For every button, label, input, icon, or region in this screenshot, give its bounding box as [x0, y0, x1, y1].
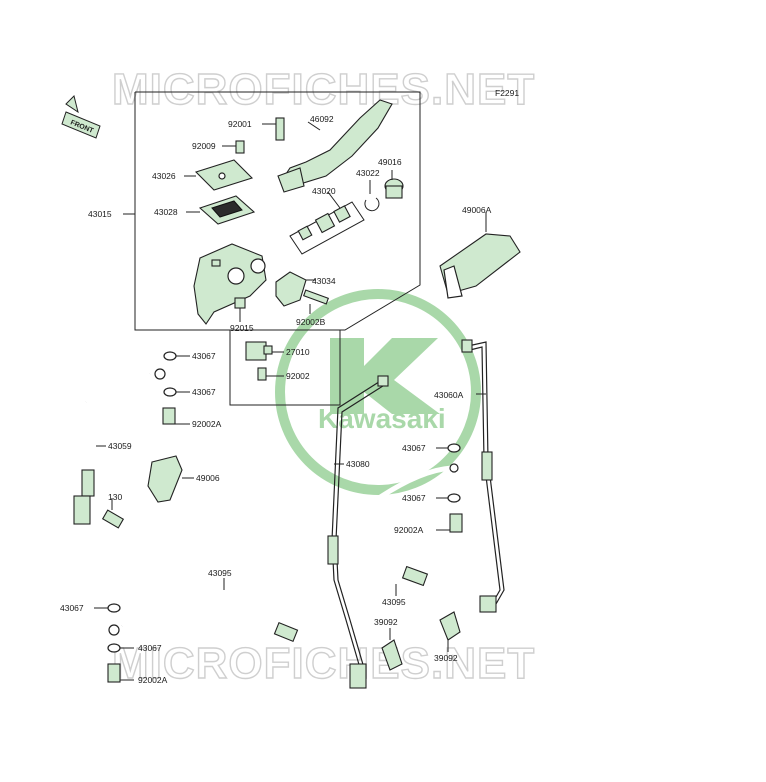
- label-39092-a: 39092: [374, 617, 398, 627]
- piston-kit-43020: [289, 191, 365, 255]
- label-43022: 43022: [356, 168, 380, 178]
- label-49016: 49016: [378, 157, 402, 167]
- brake-hose-43059: [73, 368, 166, 525]
- label-43080: 43080: [346, 459, 370, 469]
- screw-92009: [222, 140, 245, 154]
- label-92002: 92002: [286, 371, 310, 381]
- banjo-bolt-92002A-b: [436, 513, 463, 533]
- label-43067-a: 43067: [192, 351, 216, 361]
- washer-43067-e: [94, 603, 121, 613]
- label-46092: 46092: [310, 114, 334, 124]
- clamp-39092-b: [439, 611, 461, 652]
- bolt-92002B: [302, 289, 330, 314]
- brake-hose-43095-right: [358, 463, 459, 596]
- label-43067-b: 43067: [192, 387, 216, 397]
- washer-43067-d: [436, 493, 461, 503]
- label-49006: 49006: [196, 473, 220, 483]
- label-39092-b: 39092: [434, 653, 458, 663]
- label-43060A: 43060A: [434, 390, 464, 400]
- banjo-bolt-92002A-c: [107, 663, 134, 683]
- label-130: 130: [108, 492, 122, 502]
- banjo-bolt-92002A-a: [162, 407, 190, 425]
- pivot-bolt-92001: [262, 117, 285, 141]
- holder-43034: [275, 271, 316, 307]
- label-43095-top: 43095: [208, 568, 232, 578]
- label-43020: 43020: [312, 186, 336, 196]
- switch-27010: [245, 341, 284, 361]
- label-43026: 43026: [152, 171, 176, 181]
- label-92009: 92009: [192, 141, 216, 151]
- reservoir-cap-43026: [184, 159, 254, 191]
- label-92015: 92015: [230, 323, 254, 333]
- diaphragm-43028: [186, 195, 256, 225]
- front-arrow-icon: FRONT: [61, 95, 101, 139]
- label-27010: 27010: [286, 347, 310, 357]
- label-43028: 43028: [154, 207, 178, 217]
- label-43015: 43015: [88, 209, 112, 219]
- cover-49006A: [439, 212, 521, 299]
- label-43067-e: 43067: [60, 603, 84, 613]
- washer-43067-b: [163, 387, 190, 397]
- label-43034: 43034: [312, 276, 336, 286]
- screw-92002: [257, 367, 284, 381]
- boot-49006: [147, 455, 194, 503]
- label-43059: 43059: [108, 441, 132, 451]
- brake-hose-43095-left: [108, 578, 299, 643]
- assembly-frame: [134, 91, 421, 331]
- label-92002A-a: 92002A: [192, 419, 222, 429]
- circlip-43022: [364, 180, 380, 212]
- clamp-39092-a: [381, 628, 403, 671]
- label-92002A-b: 92002A: [394, 525, 424, 535]
- label-43067-f: 43067: [138, 643, 162, 653]
- label-92002B: 92002B: [296, 317, 326, 327]
- brake-pipe-43060A: [461, 339, 505, 613]
- label-92001: 92001: [228, 119, 252, 129]
- label-49006A: 49006A: [462, 205, 492, 215]
- assembly-frame-lower: [229, 330, 341, 406]
- label-43095-right: 43095: [382, 597, 406, 607]
- label-43067-c: 43067: [402, 443, 426, 453]
- bolt-130: [101, 498, 125, 529]
- washer-43067-f: [107, 643, 134, 653]
- figure-code: F2291: [495, 88, 519, 98]
- nut-92015: [234, 297, 246, 322]
- watermark-top: MICROFICHES.NET: [112, 65, 535, 114]
- boot-49016: [384, 170, 404, 199]
- brake-lever-46092: [277, 99, 393, 193]
- washer-43067-c: [436, 443, 461, 453]
- label-92002A-c: 92002A: [138, 675, 168, 685]
- master-cylinder-body: [193, 243, 267, 325]
- kawasaki-wordmark: Kawasaki: [318, 403, 446, 434]
- washer-43067-a: [163, 351, 190, 361]
- label-43067-d: 43067: [402, 493, 426, 503]
- watermark-bottom: MICROFICHES.NET: [112, 639, 535, 688]
- brake-pipe-43080: [327, 375, 389, 689]
